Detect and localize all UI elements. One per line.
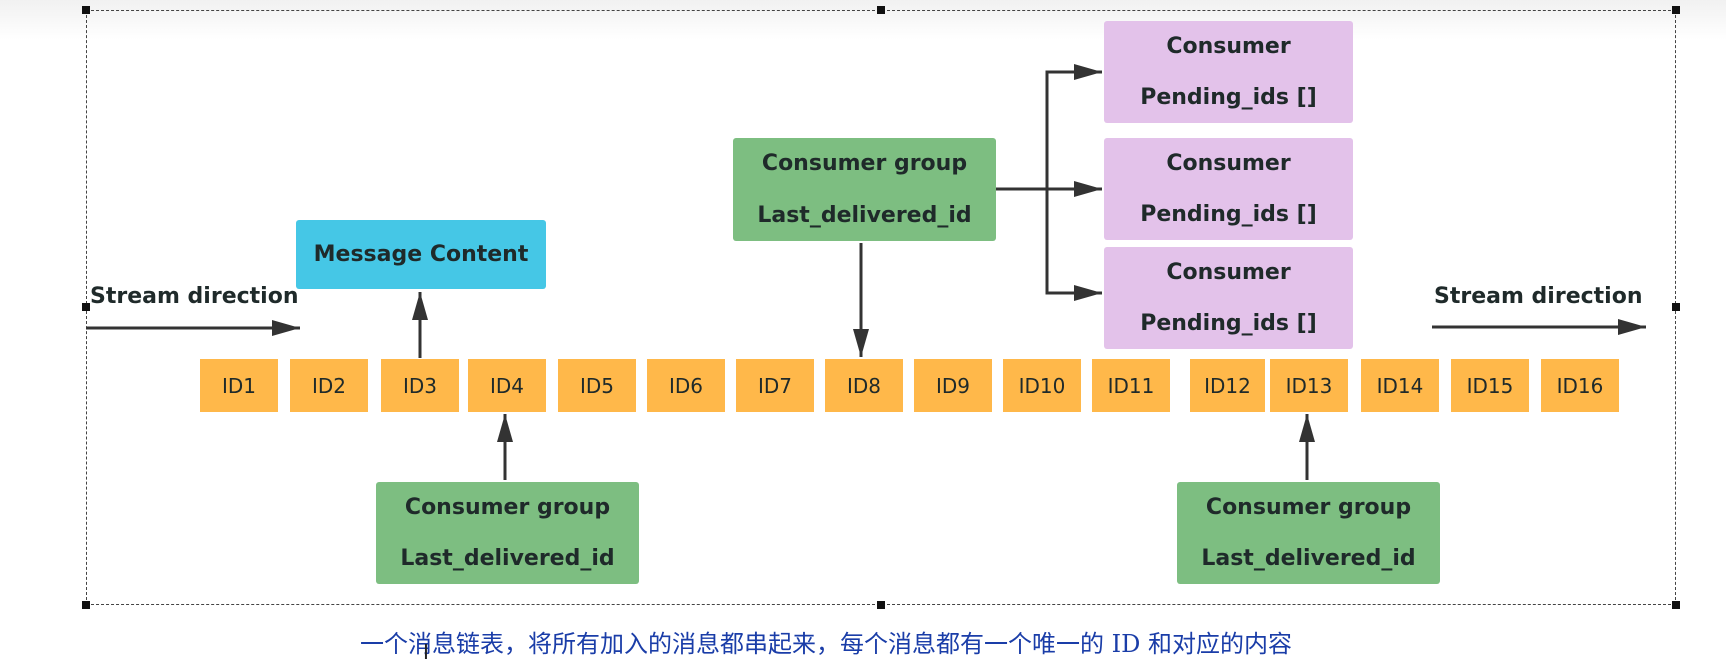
consumer-group-bottom-right[interactable]: Consumer group Last_delivered_id [1177,482,1440,584]
resize-handle-middle-right[interactable] [1672,303,1680,311]
consumer-group-title: Consumer group [761,151,968,177]
message-content-label: Message Content [313,242,529,267]
diagram-caption: 一个消息链表，将所有加入的消息都串起来，每个消息都有一个唯一的 ID 和对应的内… [360,630,1292,658]
consumer-title: Consumer [1166,151,1291,176]
consumer-group-bottom-left[interactable]: Consumer group Last_delivered_id [376,482,639,584]
id-cell-13[interactable]: ID13 [1270,359,1348,412]
stream-direction-right-label: Stream direction [1434,284,1643,309]
consumer-group-field: Last_delivered_id [400,546,615,571]
resize-handle-top-right[interactable] [1672,6,1680,14]
id-cell-8[interactable]: ID8 [825,359,903,412]
id-cell-2[interactable]: ID2 [290,359,368,412]
id-cell-6[interactable]: ID6 [647,359,725,412]
id-cell-11[interactable]: ID11 [1092,359,1170,412]
consumer-group-center[interactable]: Consumer group Last_delivered_id [733,138,996,241]
consumer-group-field: Last_delivered_id [1201,546,1416,571]
resize-handle-bottom-left[interactable] [82,601,90,609]
id-cell-5[interactable]: ID5 [558,359,636,412]
stream-direction-left-label: Stream direction [90,284,299,309]
consumer-box-1[interactable]: Consumer Pending_ids [] [1104,21,1353,123]
consumer-pending-ids: Pending_ids [] [1140,311,1317,336]
consumer-box-2[interactable]: Consumer Pending_ids [] [1104,138,1353,240]
consumer-group-field: Last_delivered_id [757,202,972,228]
id-cell-4[interactable]: ID4 [468,359,546,412]
message-content-box[interactable]: Message Content [296,220,546,289]
resize-handle-top-middle[interactable] [877,6,885,14]
id-cell-3[interactable]: ID3 [381,359,459,412]
id-cell-12[interactable]: ID12 [1190,359,1265,412]
resize-handle-top-left[interactable] [82,6,90,14]
id-cell-14[interactable]: ID14 [1361,359,1439,412]
resize-handle-middle-left[interactable] [82,303,90,311]
id-cell-9[interactable]: ID9 [914,359,992,412]
resize-handle-bottom-middle[interactable] [877,601,885,609]
consumer-title: Consumer [1166,260,1291,285]
id-cell-10[interactable]: ID10 [1003,359,1081,412]
id-cell-7[interactable]: ID7 [736,359,814,412]
consumer-title: Consumer [1166,34,1291,59]
consumer-pending-ids: Pending_ids [] [1140,202,1317,227]
id-cell-16[interactable]: ID16 [1541,359,1619,412]
consumer-box-3[interactable]: Consumer Pending_ids [] [1104,247,1353,349]
resize-handle-bottom-right[interactable] [1672,601,1680,609]
id-cell-15[interactable]: ID15 [1451,359,1529,412]
id-cell-1[interactable]: ID1 [200,359,278,412]
consumer-pending-ids: Pending_ids [] [1140,85,1317,110]
top-shadow [0,0,1726,40]
consumer-group-title: Consumer group [1205,495,1412,520]
consumer-group-title: Consumer group [404,495,611,520]
text-cursor-icon: I [423,640,429,664]
